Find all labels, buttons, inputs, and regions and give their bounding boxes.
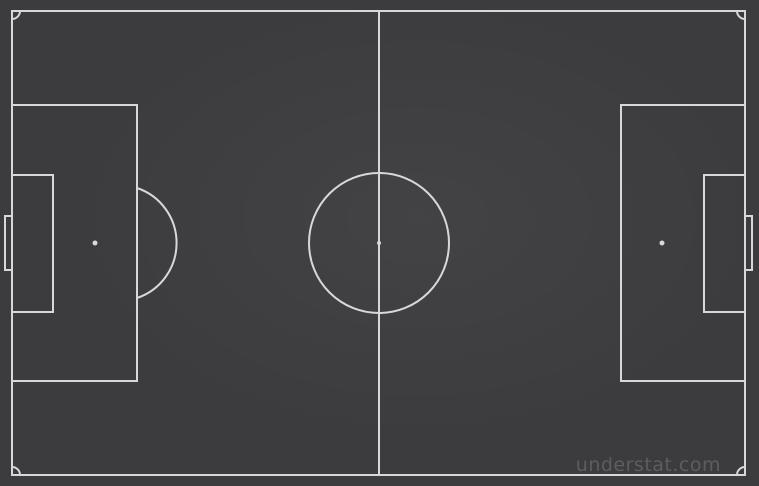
left-goal bbox=[4, 215, 13, 271]
left-penalty-spot bbox=[92, 240, 98, 246]
right-penalty-area bbox=[620, 104, 746, 382]
right-goal-area bbox=[703, 174, 746, 313]
corner-arc-bottom-right bbox=[736, 466, 746, 476]
left-goal-area bbox=[11, 174, 54, 313]
right-penalty-spot bbox=[659, 240, 665, 246]
right-goal bbox=[744, 215, 753, 271]
center-spot bbox=[377, 241, 381, 245]
left-penalty-area bbox=[11, 104, 138, 382]
corner-arc-bottom-left bbox=[11, 466, 21, 476]
left-penalty-arc bbox=[136, 187, 178, 299]
watermark-text: understat.com bbox=[575, 454, 721, 476]
center-circle bbox=[308, 172, 450, 314]
corner-arc-top-right bbox=[736, 10, 746, 20]
corner-arc-top-left bbox=[11, 10, 21, 20]
